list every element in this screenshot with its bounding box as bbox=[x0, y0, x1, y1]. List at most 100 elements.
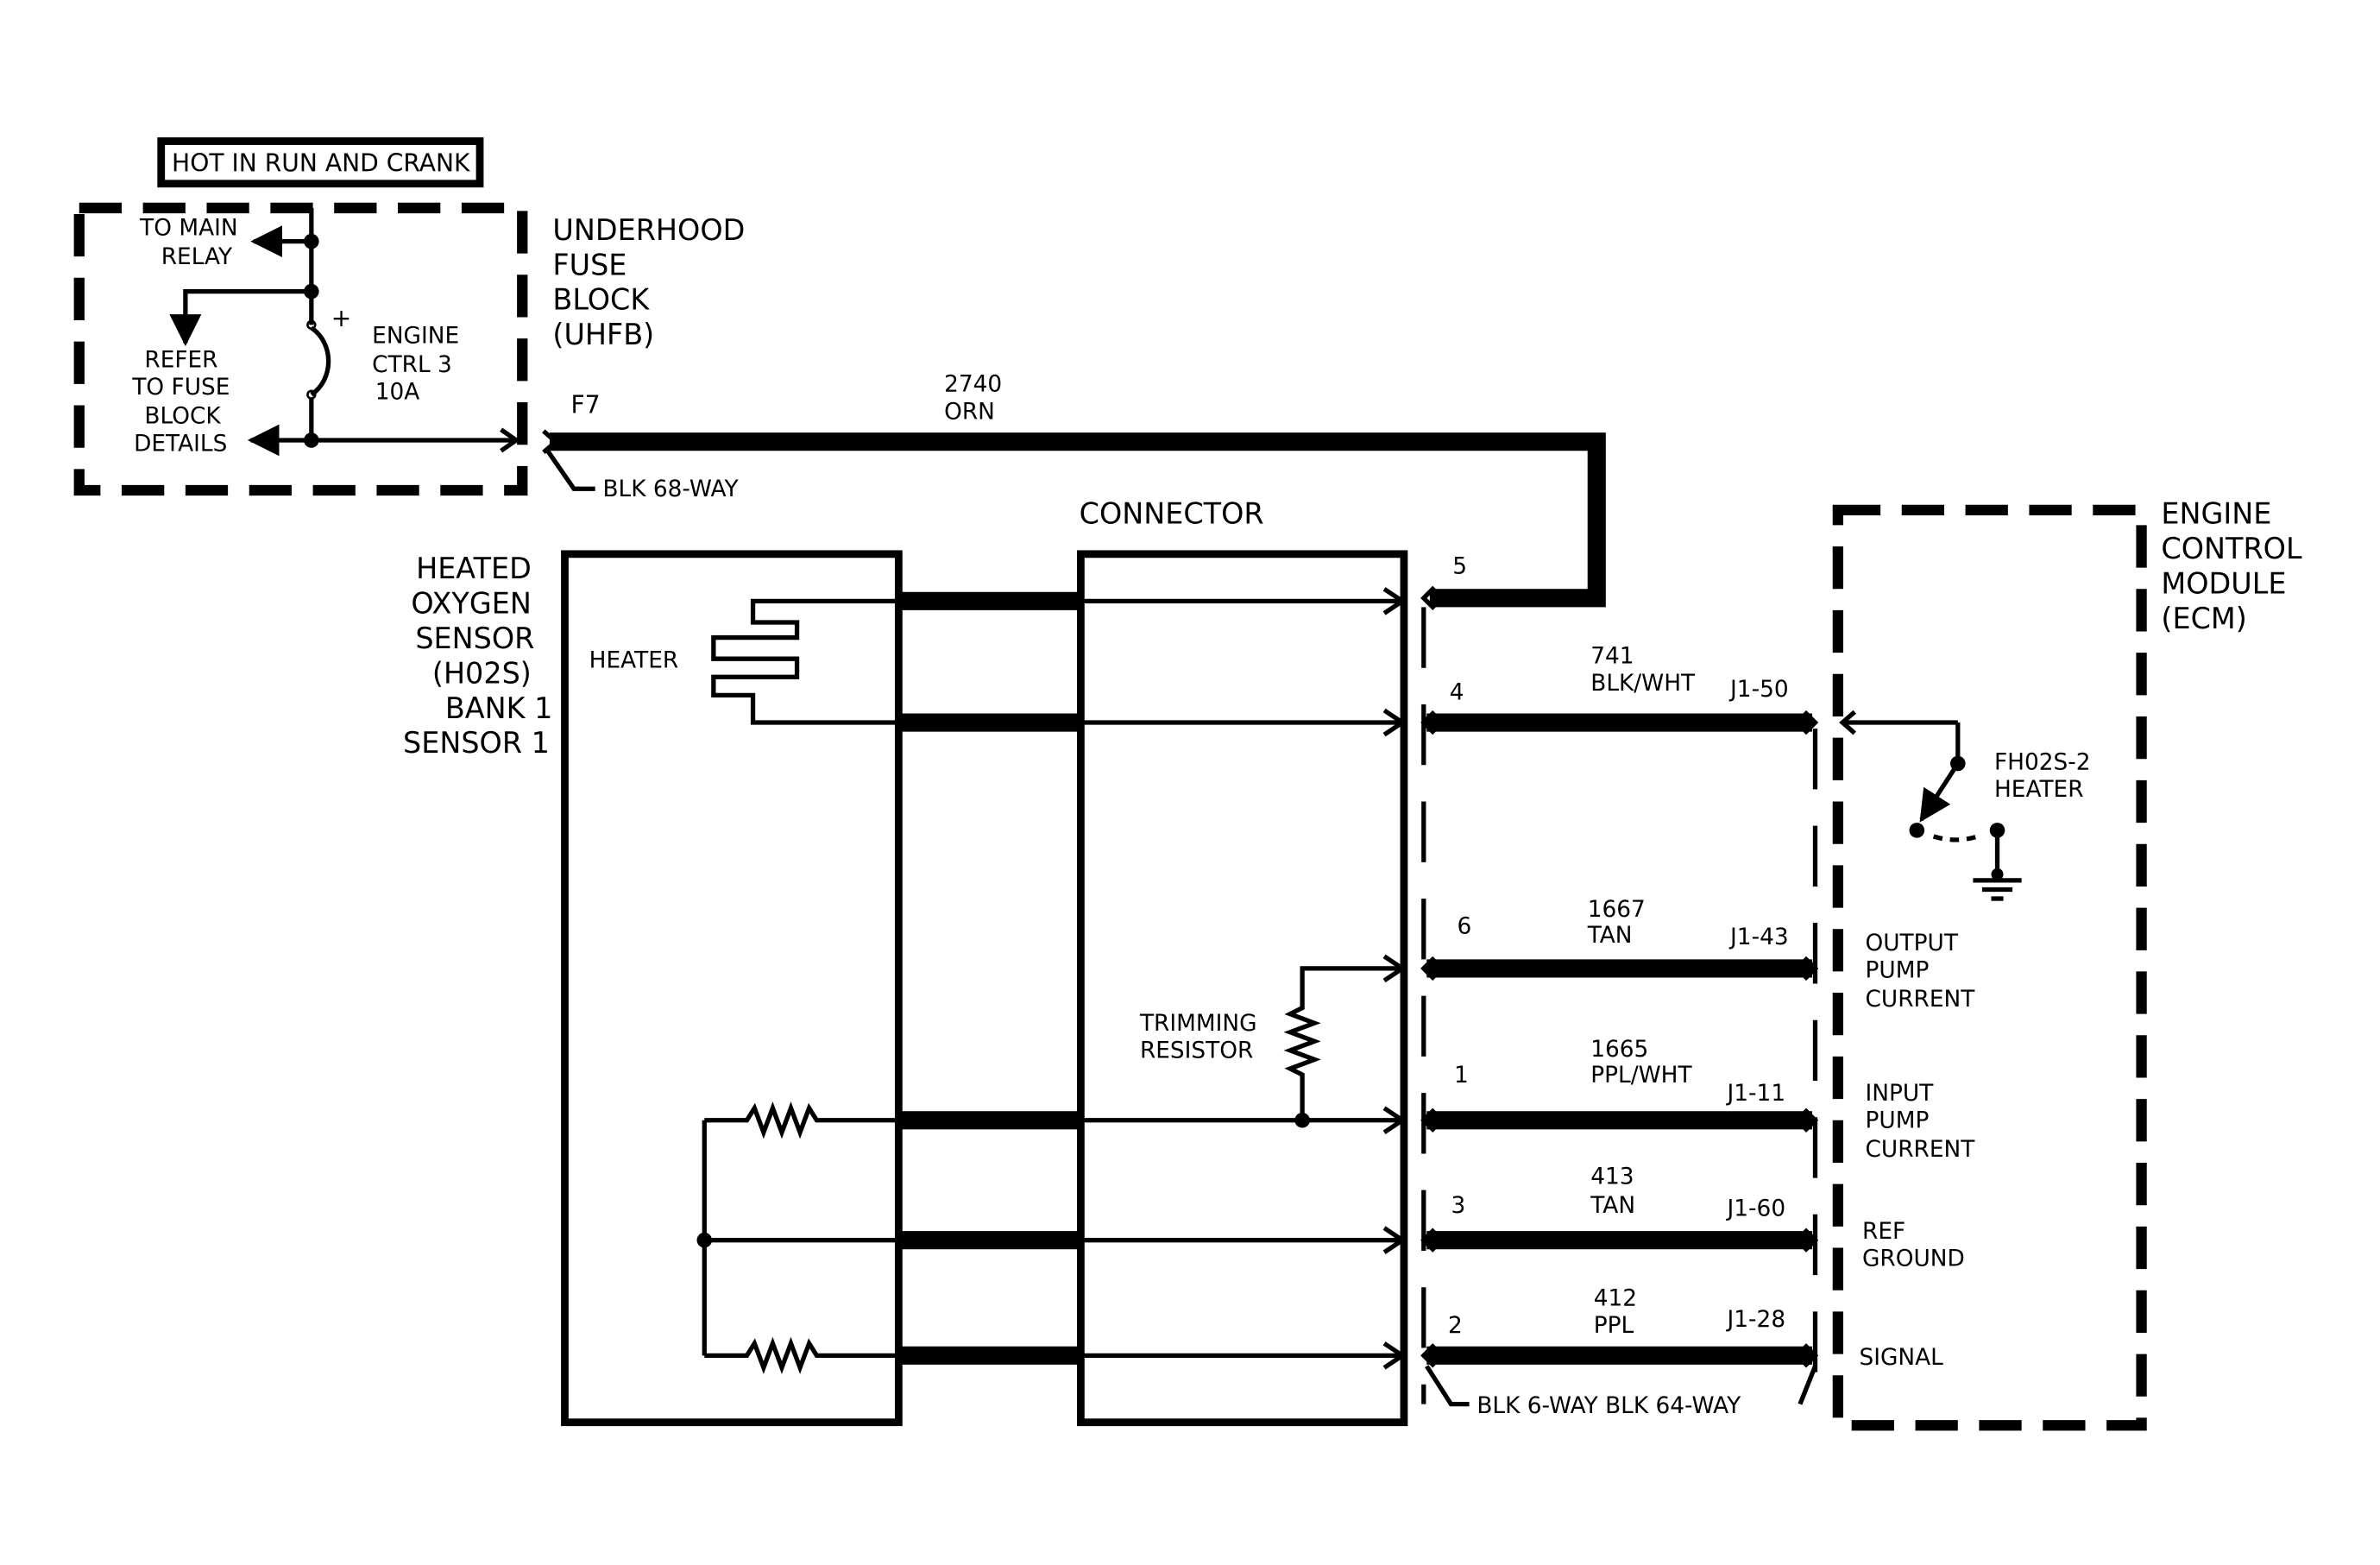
heated-oxygen-sensor: HEATED OXYGEN SENSOR (H02S) BANK 1 SENSO… bbox=[403, 550, 903, 1427]
svg-text:BLOCK: BLOCK bbox=[144, 404, 221, 430]
svg-text:FH02S-2: FH02S-2 bbox=[1994, 750, 2091, 776]
svg-text:3: 3 bbox=[1451, 1193, 1465, 1219]
svg-text:SENSOR 1: SENSOR 1 bbox=[403, 726, 550, 760]
feed-wire-2740: 2740 ORN bbox=[542, 372, 1606, 608]
svg-text:PPL: PPL bbox=[1594, 1313, 1634, 1339]
splice-dot bbox=[696, 1232, 713, 1248]
fuse-symbol bbox=[310, 325, 331, 397]
fuse-plus: + bbox=[331, 304, 352, 332]
bottom-connectors-label: BLK 6-WAY BLK 64-WAY bbox=[1476, 1393, 1741, 1419]
svg-text:MODULE: MODULE bbox=[2161, 567, 2286, 601]
svg-text:PUMP: PUMP bbox=[1866, 957, 1930, 983]
svg-text:CONTROL: CONTROL bbox=[2161, 532, 2302, 565]
svg-text:TAN: TAN bbox=[1587, 923, 1633, 949]
svg-text:ENGINE: ENGINE bbox=[372, 323, 459, 349]
color-orn: ORN bbox=[944, 399, 995, 425]
svg-text:413: 413 bbox=[1590, 1164, 1634, 1190]
trimming-resistor-label: TRIMMING RESISTOR bbox=[1139, 1011, 1257, 1064]
svg-text:1: 1 bbox=[1454, 1063, 1469, 1089]
fuse-block-name: UNDERHOOD FUSE BLOCK (UHFB) bbox=[552, 213, 745, 351]
circuit-1667: 6 1667 TAN J1-43 bbox=[1420, 897, 1819, 981]
svg-text:HEATED: HEATED bbox=[416, 552, 532, 585]
ecm-name: ENGINE CONTROL MODULE (ECM) bbox=[2161, 497, 2302, 635]
svg-text:RESISTOR: RESISTOR bbox=[1140, 1038, 1253, 1064]
svg-text:J1-50: J1-50 bbox=[1728, 677, 1789, 703]
svg-text:2: 2 bbox=[1448, 1313, 1463, 1339]
hot-label: HOT IN RUN AND CRANK bbox=[172, 149, 471, 178]
pin-5: 5 bbox=[1452, 554, 1467, 580]
svg-text:1667: 1667 bbox=[1588, 897, 1646, 923]
heater-switch-label: FH02S-2 HEATER bbox=[1994, 750, 2091, 804]
connector-leader bbox=[545, 448, 595, 491]
terminal-f7: F7 bbox=[571, 390, 601, 419]
svg-text:TRIMMING: TRIMMING bbox=[1139, 1011, 1257, 1037]
svg-text:CTRL 3: CTRL 3 bbox=[372, 352, 452, 378]
circuit-413: 3 413 TAN J1-60 bbox=[1420, 1164, 1819, 1253]
svg-text:RELAY: RELAY bbox=[161, 244, 233, 270]
circuit-412: 2 412 PPL J1-28 bbox=[1420, 1285, 1819, 1368]
svg-text:10A: 10A bbox=[375, 379, 420, 405]
svg-text:J1-60: J1-60 bbox=[1726, 1196, 1786, 1222]
svg-text:412: 412 bbox=[1594, 1285, 1637, 1311]
to-main-relay-label: TO MAIN RELAY bbox=[139, 216, 238, 270]
svg-text:J1-28: J1-28 bbox=[1726, 1307, 1786, 1333]
svg-text:FUSE: FUSE bbox=[552, 248, 626, 281]
svg-text:TO FUSE: TO FUSE bbox=[131, 375, 230, 401]
svg-text:TAN: TAN bbox=[1590, 1193, 1635, 1219]
svg-text:(ECM): (ECM) bbox=[2161, 602, 2246, 635]
svg-text:REF: REF bbox=[1862, 1219, 1905, 1245]
circuit-2740: 2740 bbox=[944, 372, 1002, 398]
svg-text:CURRENT: CURRENT bbox=[1866, 1137, 1976, 1163]
svg-text:J1-43: J1-43 bbox=[1728, 924, 1789, 950]
signal-label: SIGNAL bbox=[1859, 1345, 1943, 1371]
svg-text:PPL/WHT: PPL/WHT bbox=[1590, 1063, 1692, 1089]
circuit-1665: 1 1665 PPL/WHT J1-11 bbox=[1420, 1037, 1819, 1133]
underhood-fuse-block: HOT IN RUN AND CRANK + TO MAIN RELAY REF… bbox=[73, 137, 745, 502]
connector-outline bbox=[1076, 550, 1408, 1427]
connector-title: CONNECTOR bbox=[1080, 497, 1264, 531]
hot-label-box bbox=[157, 137, 484, 188]
engine-control-module: ENGINE CONTROL MODULE (ECM) FH02S-2 HEAT… bbox=[1832, 497, 2302, 1431]
svg-text:PUMP: PUMP bbox=[1866, 1108, 1930, 1134]
svg-text:J1-11: J1-11 bbox=[1726, 1081, 1786, 1107]
ecm-outline bbox=[1832, 504, 2147, 1431]
svg-text:6: 6 bbox=[1457, 913, 1471, 939]
ref-ground-label: REF GROUND bbox=[1862, 1219, 1965, 1272]
svg-text:741: 741 bbox=[1590, 643, 1634, 669]
svg-text:OUTPUT: OUTPUT bbox=[1866, 931, 1959, 956]
svg-text:SENSOR: SENSOR bbox=[415, 622, 534, 655]
svg-text:HEATER: HEATER bbox=[1994, 777, 2084, 803]
ground-icon bbox=[1973, 878, 2022, 901]
svg-text:4: 4 bbox=[1450, 680, 1464, 706]
connector: CONNECTOR TRIMMING RESISTOR bbox=[898, 497, 1408, 1427]
output-pump-label: OUTPUT PUMP CURRENT bbox=[1866, 931, 1976, 1013]
harness: 5 4 741 BLK/WHT J1-50 6 1667 TAN J1-43 1… bbox=[1420, 554, 1819, 1419]
circuit-741: 4 741 BLK/WHT J1-50 bbox=[1420, 643, 1819, 735]
svg-text:BLOCK: BLOCK bbox=[552, 283, 650, 317]
fuse-name-label: ENGINE CTRL 3 10A bbox=[372, 323, 459, 405]
svg-text:(UHFB): (UHFB) bbox=[552, 318, 654, 351]
svg-text:ENGINE: ENGINE bbox=[2161, 497, 2271, 531]
svg-text:REFER: REFER bbox=[144, 348, 217, 374]
fuse-block-outline bbox=[73, 202, 528, 496]
input-pump-label: INPUT PUMP CURRENT bbox=[1866, 1081, 1976, 1163]
svg-text:1665: 1665 bbox=[1590, 1037, 1648, 1063]
svg-text:GROUND: GROUND bbox=[1862, 1246, 1965, 1272]
blk-68-way: BLK 68-WAY bbox=[602, 476, 739, 502]
svg-text:TO MAIN: TO MAIN bbox=[139, 216, 238, 242]
svg-text:(H02S): (H02S) bbox=[432, 656, 532, 690]
heater-label: HEATER bbox=[589, 648, 679, 674]
svg-text:CURRENT: CURRENT bbox=[1866, 987, 1976, 1013]
svg-text:OXYGEN: OXYGEN bbox=[411, 586, 531, 620]
svg-text:UNDERHOOD: UNDERHOOD bbox=[552, 213, 745, 247]
switch-contact bbox=[1909, 823, 1925, 838]
sensor-name: HEATED OXYGEN SENSOR (H02S) BANK 1 SENSO… bbox=[403, 552, 552, 760]
switch-blade bbox=[1919, 762, 1961, 823]
svg-text:INPUT: INPUT bbox=[1866, 1081, 1935, 1107]
svg-text:DETAILS: DETAILS bbox=[134, 431, 227, 457]
heater-element bbox=[711, 598, 899, 725]
bottom-connector-leader bbox=[1425, 1365, 1470, 1407]
refer-details-label: REFER TO FUSE BLOCK DETAILS bbox=[131, 348, 230, 458]
svg-text:BLK/WHT: BLK/WHT bbox=[1590, 671, 1696, 697]
